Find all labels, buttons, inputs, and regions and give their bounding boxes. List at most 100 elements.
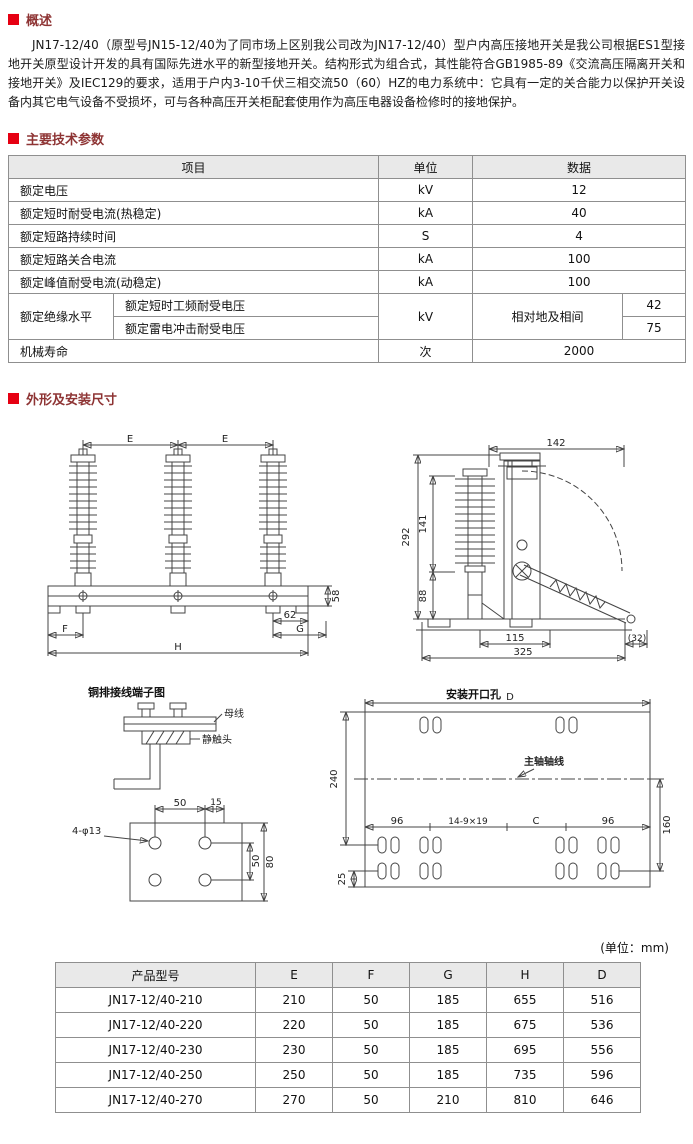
model-e: 250 bbox=[255, 1062, 333, 1088]
dim-label-240: 240 bbox=[329, 769, 340, 788]
dim-label-e1: E bbox=[127, 434, 133, 445]
param-value: 100 bbox=[472, 247, 687, 271]
models-table: 产品型号 E F G H D JN17-12/40-210 210 50 185… bbox=[55, 962, 641, 1113]
param-row: 机械寿命 次 2000 bbox=[7, 339, 687, 363]
dim-label-325: 325 bbox=[513, 647, 532, 658]
model-name: JN17-12/40-230 bbox=[55, 1037, 256, 1063]
dim-label-e2: E bbox=[222, 434, 228, 445]
terminal-drawing-title: 铜排接线端子图 bbox=[87, 685, 165, 699]
param-unit: 次 bbox=[378, 339, 474, 363]
models-header-h: H bbox=[486, 962, 564, 988]
switch-pole bbox=[163, 444, 193, 587]
parameters-title-text: 主要技术参数 bbox=[26, 133, 105, 148]
models-header-model: 产品型号 bbox=[55, 962, 256, 988]
param-item: 机械寿命 bbox=[7, 339, 380, 363]
models-header-g: G bbox=[409, 962, 487, 988]
terminal-plate bbox=[129, 822, 243, 902]
busbar-terminal-drawing: 铜排接线端子图 母线 静触头 bbox=[72, 685, 276, 933]
dim-label-62: 62 bbox=[284, 610, 297, 621]
model-e: 210 bbox=[255, 987, 333, 1013]
spring bbox=[549, 579, 606, 610]
switch-pole bbox=[68, 444, 98, 587]
section-parameters: 主要技术参数 项目 单位 数据 额定电压 kV 12 额定短时耐受电流(热稳定)… bbox=[7, 129, 687, 363]
param-value: 12 bbox=[472, 178, 687, 202]
red-square-bullet bbox=[8, 393, 19, 404]
params-header-value: 数据 bbox=[472, 155, 687, 179]
model-h: 695 bbox=[486, 1037, 564, 1063]
dim-label-c: C bbox=[533, 816, 540, 827]
hole-callout: 4-φ13 bbox=[72, 826, 101, 837]
dim-label-115: 115 bbox=[505, 633, 524, 644]
param-unit: kA bbox=[378, 201, 474, 225]
model-h: 810 bbox=[486, 1087, 564, 1113]
model-h: 675 bbox=[486, 1012, 564, 1038]
technical-drawings: E E 58 62 G F H bbox=[8, 415, 685, 935]
params-header-item: 项目 bbox=[7, 155, 380, 179]
model-row: JN17-12/40-230 230 50 185 695 556 bbox=[55, 1037, 641, 1063]
models-header-e: E bbox=[255, 962, 333, 988]
overview-heading: 概述 bbox=[8, 10, 685, 29]
model-row: JN17-12/40-250 250 50 185 735 596 bbox=[55, 1062, 641, 1088]
model-f: 50 bbox=[332, 1062, 410, 1088]
mounting-holes-drawing: 安装开口孔 D 主轴轴线 bbox=[329, 687, 673, 915]
param-unit: S bbox=[378, 224, 474, 248]
param-row: 额定短路持续时间 S 4 bbox=[7, 224, 687, 248]
unit-note: (单位：mm) bbox=[600, 941, 669, 955]
model-h: 735 bbox=[486, 1062, 564, 1088]
param-item: 额定短路持续时间 bbox=[7, 224, 380, 248]
parameters-table: 项目 单位 数据 额定电压 kV 12 额定短时耐受电流(热稳定) kA 40 … bbox=[7, 155, 687, 363]
dim-label-32: (32) bbox=[628, 634, 646, 644]
dim-label-96-right: 96 bbox=[602, 816, 615, 827]
model-e: 220 bbox=[255, 1012, 333, 1038]
param-item: 额定电压 bbox=[7, 178, 380, 202]
dim-label-88: 88 bbox=[418, 590, 429, 603]
model-name: JN17-12/40-210 bbox=[55, 987, 256, 1013]
params-header-row: 项目 单位 数据 bbox=[7, 155, 687, 179]
model-d: 596 bbox=[563, 1062, 641, 1088]
dim-label-292: 292 bbox=[401, 527, 412, 546]
terminal-pad bbox=[499, 452, 541, 461]
parameters-heading: 主要技术参数 bbox=[8, 129, 685, 148]
dim-label-h: H bbox=[174, 642, 182, 653]
blade-swing-arc bbox=[521, 470, 623, 572]
model-f: 50 bbox=[332, 1087, 410, 1113]
busbar-label: 母线 bbox=[224, 707, 244, 720]
dimensions-title-text: 外形及安装尺寸 bbox=[26, 393, 118, 408]
model-g: 185 bbox=[409, 1012, 487, 1038]
params-header-unit: 单位 bbox=[378, 155, 474, 179]
dim-label-142: 142 bbox=[546, 438, 565, 449]
insulator bbox=[462, 468, 488, 477]
model-e: 270 bbox=[255, 1087, 333, 1113]
slot-callout: 14-9×19 bbox=[448, 817, 488, 827]
side-view-drawing: 142 bbox=[401, 438, 685, 664]
param-value: 100 bbox=[472, 270, 687, 294]
mounting-drawing-title: 安装开口孔 bbox=[446, 687, 501, 701]
param-row: 额定电压 kV 12 bbox=[7, 178, 687, 202]
model-h: 655 bbox=[486, 987, 564, 1013]
model-f: 50 bbox=[332, 1037, 410, 1063]
red-square-bullet bbox=[8, 133, 19, 144]
static-contact-label: 静触头 bbox=[202, 733, 232, 746]
dim-label-50-right: 50 bbox=[251, 855, 262, 868]
model-f: 50 bbox=[332, 987, 410, 1013]
dim-label-15: 15 bbox=[210, 798, 221, 808]
param-value: 75 bbox=[622, 316, 687, 340]
dimensions-heading: 外形及安装尺寸 bbox=[8, 389, 685, 408]
param-value: 2000 bbox=[472, 339, 687, 363]
model-g: 185 bbox=[409, 987, 487, 1013]
model-row: JN17-12/40-210 210 50 185 655 516 bbox=[55, 987, 641, 1013]
param-scope: 相对地及相间 bbox=[472, 293, 624, 340]
param-row: 额定短路关合电流 kA 100 bbox=[7, 247, 687, 271]
dim-label-96-left: 96 bbox=[391, 816, 404, 827]
dim-label-141: 141 bbox=[418, 514, 429, 533]
model-row: JN17-12/40-270 270 50 210 810 646 bbox=[55, 1087, 641, 1113]
param-row: 额定峰值耐受电流(动稳定) kA 100 bbox=[7, 270, 687, 294]
model-g: 185 bbox=[409, 1062, 487, 1088]
model-row: JN17-12/40-220 220 50 185 675 536 bbox=[55, 1012, 641, 1038]
model-d: 556 bbox=[563, 1037, 641, 1063]
param-item-insulation: 额定绝缘水平 bbox=[8, 293, 114, 340]
overview-title-text: 概述 bbox=[26, 14, 53, 29]
section-overview: 概述 JN17-12/40（原型号JN15-12/40为了同市场上区别我公司改为… bbox=[8, 10, 685, 112]
overview-paragraph: JN17-12/40（原型号JN15-12/40为了同市场上区别我公司改为JN1… bbox=[8, 38, 685, 109]
